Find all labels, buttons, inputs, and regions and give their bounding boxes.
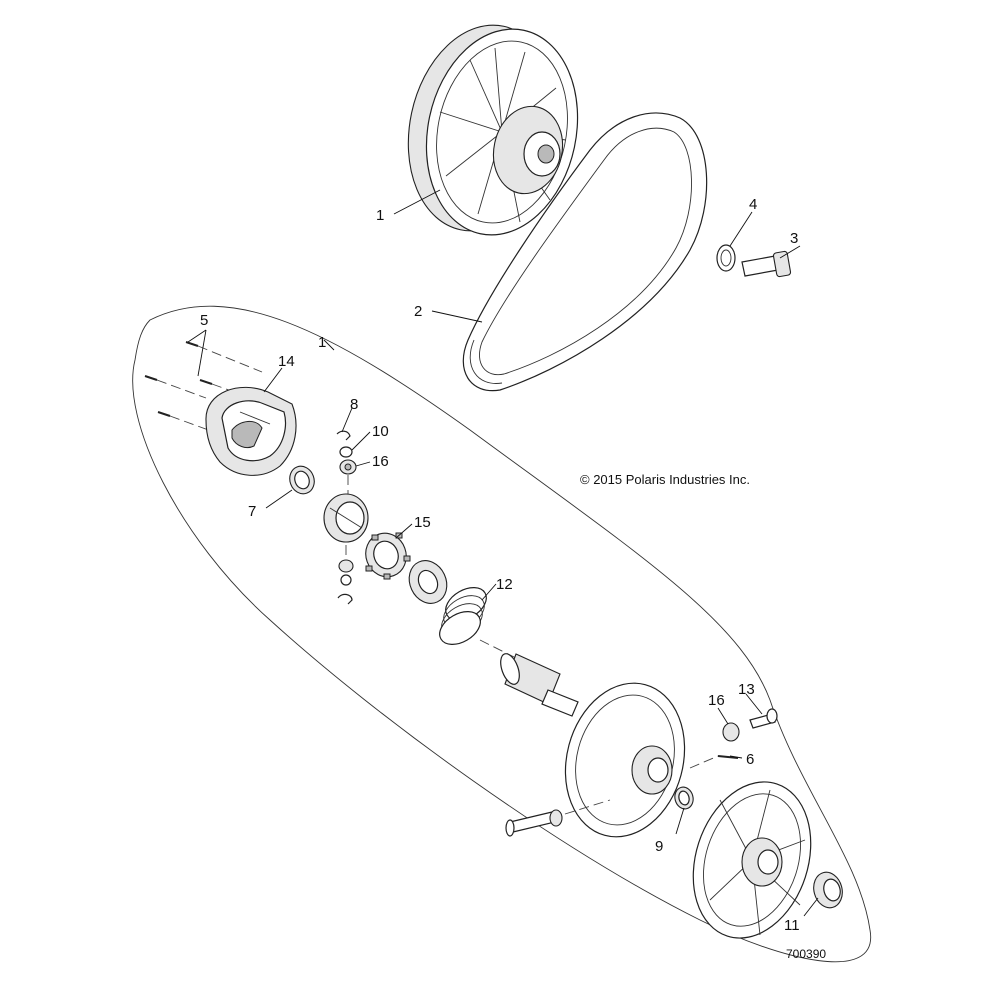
callout-15: 15 <box>414 514 431 531</box>
callouts: 1 2 3 4 5 1 14 7 8 10 16 15 12 16 13 6 9… <box>200 196 800 934</box>
bolt-part-3 <box>741 250 792 278</box>
callout-7: 7 <box>248 503 256 520</box>
callout-4: 4 <box>749 196 757 213</box>
callout-14: 14 <box>278 353 295 370</box>
small-parts-stack-lower <box>337 545 354 605</box>
ring-part-7 <box>289 465 315 495</box>
tabbed-ring-part-15 <box>365 532 411 580</box>
bearing-part-11 <box>813 871 843 909</box>
plate <box>408 560 448 604</box>
figure-number: 700390 <box>786 947 826 961</box>
small-parts-stack-upper <box>336 430 357 500</box>
callout-5: 5 <box>200 312 208 329</box>
movable-sheave <box>564 682 686 838</box>
fixed-sheave <box>692 781 812 939</box>
callout-12: 12 <box>496 576 513 593</box>
drive-belt <box>462 112 708 392</box>
callout-2: 2 <box>414 303 422 320</box>
shaft <box>479 639 579 717</box>
callout-13: 13 <box>738 681 755 698</box>
callout-1-top: 1 <box>376 207 384 224</box>
callout-8: 8 <box>350 396 358 413</box>
small-parts-right <box>674 708 778 810</box>
callout-6: 6 <box>746 751 754 768</box>
assembly-group-outline <box>132 305 872 963</box>
pin <box>505 799 611 837</box>
clutch-assembly-top <box>407 24 579 236</box>
callout-16-lower: 16 <box>708 692 725 709</box>
roller-hub <box>323 493 369 543</box>
callout-3: 3 <box>790 230 798 247</box>
washer-part-4 <box>716 244 736 272</box>
leader-lines <box>187 189 819 917</box>
callout-16-upper: 16 <box>372 453 389 470</box>
callout-9: 9 <box>655 838 663 855</box>
cover-part-14 <box>205 386 297 476</box>
callout-10: 10 <box>372 423 389 440</box>
spring-part-12 <box>439 587 487 645</box>
callout-11: 11 <box>784 917 800 934</box>
copyright-text: © 2015 Polaris Industries Inc. <box>580 472 750 487</box>
callout-1-group: 1 <box>318 334 326 351</box>
